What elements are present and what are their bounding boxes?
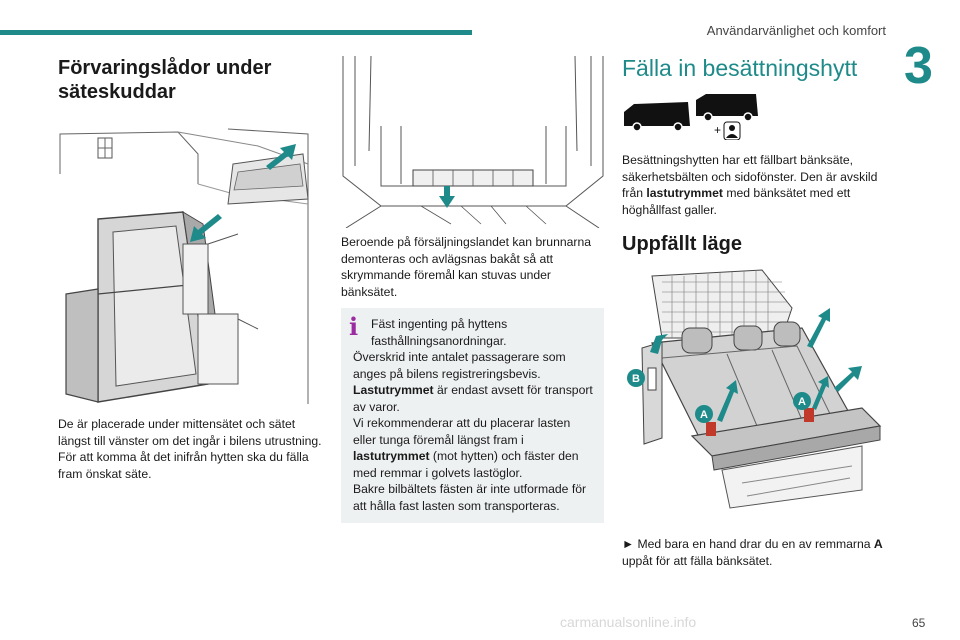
column-crew-cab: Fälla in besättningshytt + Besättningshy…: [622, 56, 892, 569]
wells-paragraph: Beroende på försäljningslandet kan brunn…: [341, 235, 592, 299]
info-term-cargo-2: lastutrymmet: [353, 449, 430, 463]
info-line-1: Fäst ingenting på hyttens fasthållningsa…: [371, 317, 508, 348]
watermark: carmanualsonline.info: [560, 614, 697, 630]
crew-cab-term-cargo: lastutrymmet: [646, 186, 723, 200]
crew-cab-paragraph: Besättningshytten har ett fällbart bänks…: [622, 152, 892, 218]
info-term-cargo: Lastutrymmet: [353, 383, 434, 397]
van-icons: +: [622, 94, 892, 141]
running-header: Användarvänlighet och komfort: [706, 23, 886, 38]
chapter-number: 3: [904, 37, 933, 95]
info-line-5: Bakre bilbältets fästen är inte utformad…: [353, 482, 587, 513]
crew-cab-para-b: med bänksätet med ett höghållfast galler…: [622, 186, 851, 217]
cargo-wells-illustration: [342, 55, 604, 229]
bench-seat-illustration: B A A: [627, 269, 882, 509]
storage-paragraph: De är placerade under mittensätet och sä…: [58, 417, 322, 481]
seat-storage-illustration: [59, 128, 309, 404]
callout-a-right: A: [798, 396, 806, 408]
info-icon: i: [349, 312, 359, 341]
info-line-3: Lastutrymmet är endast avsett för transp…: [353, 382, 594, 415]
info-line-4-a: Vi rekommenderar att du placerar lasten …: [353, 416, 571, 447]
column-wells: Beroende på försäljningslandet kan brunn…: [341, 55, 604, 523]
step-term-a: A: [873, 537, 883, 551]
callout-b: B: [632, 373, 640, 385]
figure-seat-storage: [58, 124, 322, 406]
info-box: i Fäst ingenting på hyttens fasthållning…: [341, 308, 604, 523]
heading-storage-boxes: Förvaringslådor under säteskuddar: [58, 57, 272, 103]
heading-raised-position: Uppfällt läge: [622, 233, 743, 255]
step-text-a: Med bara en hand drar du en av remmarna: [634, 537, 874, 551]
step-paragraph: ► Med bara en hand drar du en av remmarn…: [622, 536, 892, 569]
callout-a-left: A: [700, 409, 708, 421]
step-text-b: uppåt för att fälla bänksätet.: [622, 553, 773, 568]
van-silhouettes: +: [624, 94, 758, 141]
page-number: 65: [912, 616, 926, 630]
header-bar: [0, 30, 472, 35]
info-line-4-b: (mot hytten) och fäster den med remmar i…: [353, 449, 579, 480]
info-line-3-rest: är endast avsett för transport av varor.: [353, 383, 593, 414]
figure-cargo-wells: [341, 55, 604, 229]
crew-cab-para-a: Besättningshytten har ett fällbart bänks…: [622, 153, 878, 200]
info-line-2: Överskrid inte antalet passagerare som a…: [353, 350, 566, 381]
figure-raised-bench: B A A: [622, 268, 892, 518]
heading-crew-cab: Fälla in besättningshytt: [622, 55, 858, 81]
column-storage: Förvaringslådor under säteskuddar: [58, 56, 322, 482]
info-line-4: Vi rekommenderar att du placerar lasten …: [353, 415, 594, 481]
step-arrow: ►: [622, 537, 635, 551]
svg-text:+: +: [714, 123, 721, 137]
